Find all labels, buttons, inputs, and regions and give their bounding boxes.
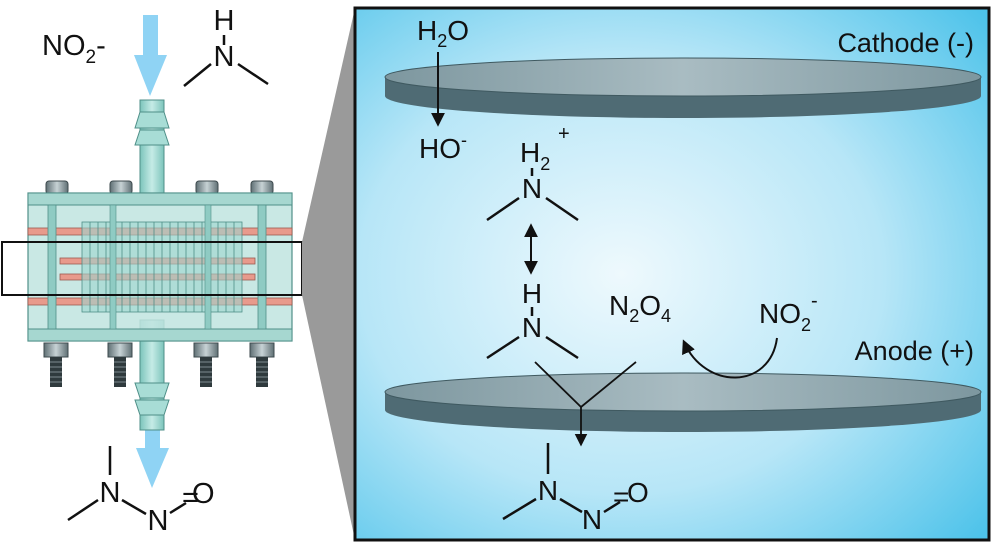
- svg-text:N: N: [522, 173, 542, 204]
- svg-text:O: O: [627, 477, 649, 508]
- cathode-electrode: [384, 57, 982, 118]
- svg-text:H2O: H2O: [417, 15, 469, 51]
- svg-text:O: O: [192, 478, 215, 510]
- water-label: H2O: [417, 15, 469, 51]
- oxidation-arrow: [682, 337, 778, 379]
- anode-label: Anode (+): [855, 336, 974, 366]
- reactor: [1, 99, 303, 431]
- dimethylammonium: H2 + N: [486, 123, 579, 222]
- svg-text:N: N: [582, 504, 602, 535]
- dimethylamine: H N: [486, 278, 579, 360]
- svg-text:HO-: HO-: [419, 130, 467, 164]
- ndma-left: N N = O: [67, 446, 215, 537]
- nitrite-label-right: NO2-: [759, 290, 818, 335]
- outlet-arrow: [136, 430, 169, 488]
- svg-text:H2: H2: [520, 137, 550, 174]
- bolts-bottom: [43, 342, 275, 387]
- dimethylamine-left: H N: [183, 5, 269, 87]
- svg-text:N2O4: N2O4: [609, 290, 671, 326]
- cathode-label: Cathode (-): [837, 28, 974, 58]
- anode-electrode: [384, 372, 982, 432]
- bolt-heads-top: [45, 180, 274, 195]
- hydroxide-label: HO-: [419, 130, 467, 164]
- svg-text:NO2-: NO2-: [42, 30, 106, 68]
- n2o4-label: N2O4: [609, 290, 671, 326]
- inlet-arrow: [134, 15, 167, 96]
- flow-field-fins: [81, 221, 243, 313]
- svg-text:=: =: [182, 482, 199, 514]
- zoom-connector: [302, 8, 355, 540]
- svg-text:H: H: [214, 5, 235, 37]
- reaction-junction: [534, 361, 637, 447]
- svg-text:N: N: [522, 312, 542, 343]
- nitrite-label-left: NO2-: [42, 30, 106, 68]
- zoom-panel: Cathode (-) Anode (+) H2O HO- H2 + N H N: [353, 6, 991, 542]
- svg-text:NO2-: NO2-: [759, 290, 818, 335]
- svg-text:+: +: [558, 123, 570, 145]
- svg-text:N: N: [214, 41, 235, 73]
- svg-text:H: H: [522, 278, 542, 309]
- ndma-right: N N = O: [502, 443, 649, 535]
- svg-text:N: N: [538, 475, 558, 506]
- svg-text:N: N: [148, 505, 169, 537]
- svg-text:N: N: [100, 477, 121, 509]
